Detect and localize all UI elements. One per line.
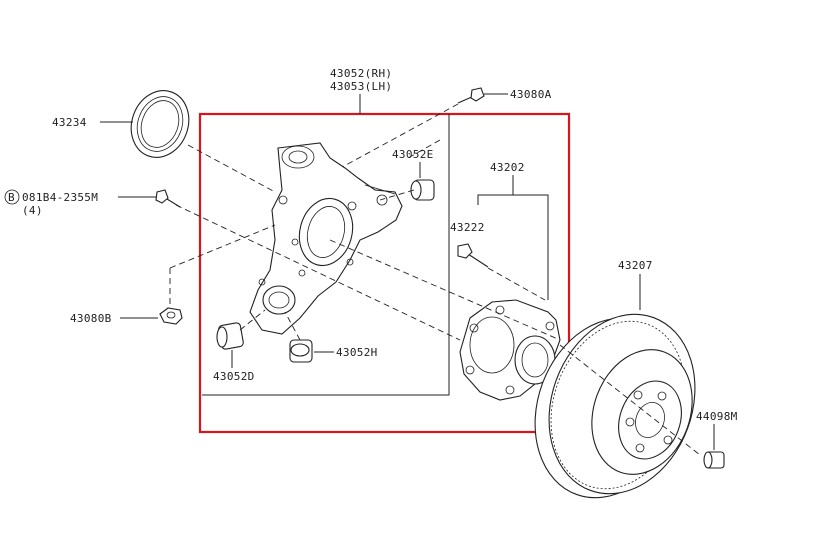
bolt-081b4-2355m[interactable] <box>155 189 181 208</box>
label-cap: 44098M <box>696 410 738 423</box>
seal-43234[interactable] <box>122 82 198 165</box>
label-bushing-e: 43052E <box>392 148 434 161</box>
nut-43080b[interactable] <box>159 307 183 325</box>
bushing-43052e[interactable] <box>410 179 435 201</box>
label-bolt-b: 081B4-2355M <box>22 191 98 204</box>
label-bushing-h: 43052H <box>336 346 378 359</box>
label-bushing-d: 43052D <box>213 370 255 383</box>
bolt-b-circle-icon <box>4 189 20 205</box>
label-knuckle-rh: 43052(RH) <box>330 67 392 80</box>
highlight-box <box>198 112 571 434</box>
cap-44098m[interactable] <box>703 451 725 469</box>
hub-bolt-43222[interactable] <box>457 243 489 268</box>
label-hub-bolt: 43222 <box>450 221 485 234</box>
label-bolt-b-circle: B <box>8 191 15 204</box>
label-knuckle-lh: 43053(LH) <box>330 80 392 93</box>
label-seal: 43234 <box>52 116 87 129</box>
bolt-43080a[interactable] <box>457 87 485 104</box>
bushing-43052d[interactable] <box>216 322 244 350</box>
label-rotor: 43207 <box>618 259 653 272</box>
hub-bearing-43202[interactable] <box>459 299 561 401</box>
brake-rotor-43207[interactable] <box>511 294 719 519</box>
label-hub-assembly: 43202 <box>490 161 525 174</box>
label-bolt-top: 43080A <box>510 88 552 101</box>
label-bolt-b-qty: (4) <box>22 204 43 217</box>
label-nut: 43080B <box>70 312 112 325</box>
steering-knuckle[interactable] <box>249 142 403 335</box>
bushing-43052h[interactable] <box>289 339 313 363</box>
